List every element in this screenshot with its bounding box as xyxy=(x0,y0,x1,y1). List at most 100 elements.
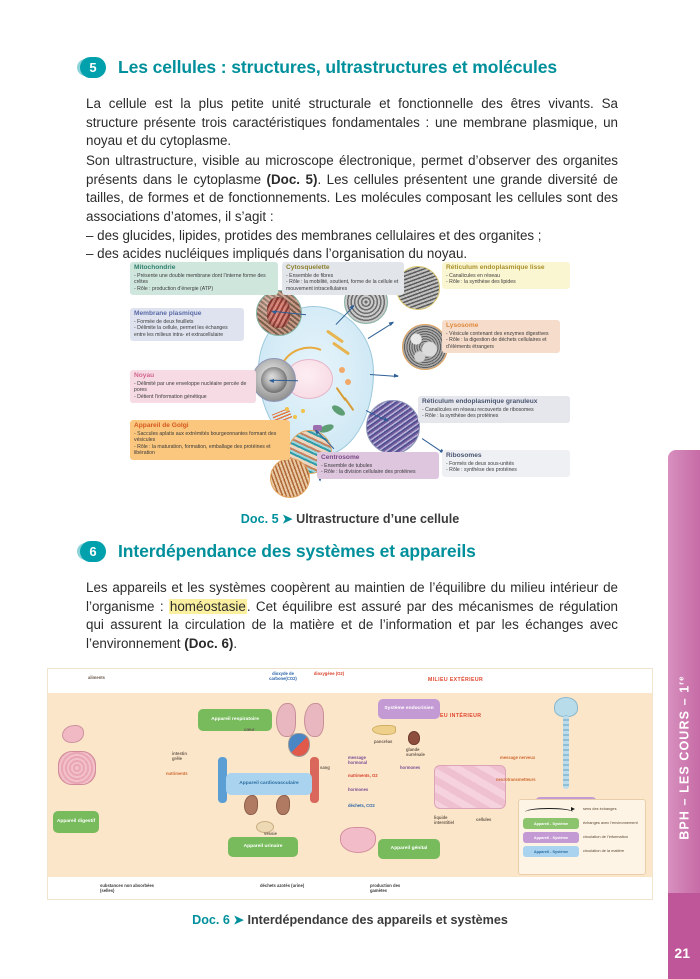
artery-illustration xyxy=(310,757,319,803)
annotation-message-hormonal: message hormonal xyxy=(348,755,368,766)
legend-row-environment: Appareil - Système échanges avec l’envir… xyxy=(523,818,641,829)
label-noyau: Noyau - Délimité par une enveloppe nuclé… xyxy=(130,370,256,404)
system-box-appareil-digestif[interactable]: Appareil digestif xyxy=(53,811,99,833)
homeostasie-highlight: homéostasie xyxy=(168,598,247,614)
section5-bullet-2: – des acides nucléiques impliqués dans l… xyxy=(86,246,468,261)
p2-doc-ref: (Doc. 5) xyxy=(266,171,318,187)
lung-right-illustration xyxy=(304,703,324,737)
annotation-cellules: cellules xyxy=(476,817,492,822)
annotation-production-des-gametes: production des gamètes xyxy=(370,883,401,894)
label-title: Cytosquelette xyxy=(286,264,330,271)
label-body: - Vésicule contenant des enzymes digesti… xyxy=(446,330,549,350)
connector-arrow xyxy=(369,374,398,378)
lysosome-drawing xyxy=(345,379,351,385)
label-body: - Ensemble de fibres - Rôle : la mobilit… xyxy=(286,272,399,292)
centrosome-drawing xyxy=(313,425,322,431)
system-box-appareil-urinaire[interactable]: Appareil urinaire xyxy=(228,837,298,857)
side-tab-footer xyxy=(668,893,700,979)
system-box-appareil-respiratoire[interactable]: Appareil respiratoire xyxy=(198,709,272,731)
label-appareil-de-golgi: Appareil de Golgi - Saccules aplatis aux… xyxy=(130,420,290,461)
rough-er-micrograph xyxy=(366,400,420,454)
annotation-dechets-azotes: déchets azotés (urine) xyxy=(260,883,305,888)
bladder-illustration xyxy=(256,821,274,833)
label-reticulum-endoplasmique-lisse: Réticulum endoplasmique lisse - Canalicu… xyxy=(442,262,570,289)
label-body: - Saccules aplatis aux extrémités bourge… xyxy=(134,430,277,457)
exterior-zone-bottom xyxy=(48,877,652,899)
annotation-intestin-grele: intestin grêle xyxy=(172,751,187,762)
section6-paragraph: Les appareils et les systèmes coopèrent … xyxy=(86,579,618,653)
exterior-zone xyxy=(48,669,652,693)
adrenal-gland-illustration xyxy=(408,731,420,745)
lysosome-micrograph xyxy=(402,324,448,370)
annotation-nutriments-gauche: nutriments xyxy=(166,771,188,776)
kidney-right-illustration xyxy=(276,795,290,815)
label-mitochondrie: Mitochondrie - Présente une double membr… xyxy=(130,262,278,296)
smooth-er-drawing xyxy=(331,341,351,356)
doc5-caption-number: Doc. 5 xyxy=(240,512,279,526)
doc6-caption: Doc. 6 ➤ Interdépendance des appareils e… xyxy=(0,912,700,927)
s6-part-a: Les appareils et les systèmes coopèrent … xyxy=(86,580,618,614)
pancreas-illustration xyxy=(372,725,396,735)
heart-illustration xyxy=(288,733,310,757)
vesicle-drawing xyxy=(293,415,297,419)
label-centrosome: Centrosome - Ensemble de tubules - Rôle … xyxy=(317,452,439,479)
page-number: 21 xyxy=(674,945,690,961)
cytoskeleton-drawing xyxy=(343,396,355,412)
section-title-6: Interdépendance des systèmes et appareil… xyxy=(118,541,476,561)
annotation-coeur: cœur xyxy=(244,727,255,732)
lung-left-illustration xyxy=(276,703,296,737)
exchange-arrow-icon xyxy=(523,804,579,815)
label-cytosquelette: Cytosquelette - Ensemble de fibres - Rôl… xyxy=(282,262,404,296)
label-body: - Formée de deux feuillets - Délimite la… xyxy=(134,318,228,338)
side-tab-label: BPH – LES COURS – 1re xyxy=(676,675,692,840)
annotation-dioxyde-de-carbone: dioxyde de carbone(CO2) xyxy=(269,671,297,682)
section5-paragraph-1: La cellule est la plus petite unité stru… xyxy=(86,96,618,149)
doc6-caption-text: Interdépendance des appareils et système… xyxy=(247,913,508,927)
annotation-hormones-droite: hormones xyxy=(348,787,369,792)
legend-arrow-label: sens des échanges xyxy=(583,806,617,812)
annotation-dechets-co2: déchets, CO2 xyxy=(348,803,375,808)
doc6-legend: sens des échanges Appareil - Système éch… xyxy=(518,799,646,875)
system-box-systeme-endocrinien[interactable]: Système endocrinien xyxy=(378,699,440,719)
legend-row-information: Appareil - Système circulation de l’info… xyxy=(523,832,641,843)
label-body: - Canalicules en réseau - Rôle : la synt… xyxy=(446,272,516,286)
cells-illustration xyxy=(434,765,506,809)
annotation-hormones-gauche: hormones xyxy=(400,765,421,770)
legend-row-matter: Appareil - Système circulation de la mat… xyxy=(523,846,641,857)
label-title: Centrosome xyxy=(321,454,360,461)
label-title: Réticulum endoplasmique granuleux xyxy=(422,398,538,405)
connector-arrow xyxy=(367,322,394,340)
side-tab: BPH – LES COURS – 1re 21 xyxy=(668,450,700,979)
label-body: - Canalicules en réseau recouverts de ri… xyxy=(422,406,534,420)
section-title-5: Les cellules : structures, ultrastructur… xyxy=(118,57,557,77)
annotation-glande-surrenale: glande surrénale xyxy=(406,747,425,758)
doc5-caption-text: Ultrastructure d’une cellule xyxy=(296,512,460,526)
label-lysosome: Lysosome - Vésicule contenant des enzyme… xyxy=(442,320,560,354)
label-title: Ribosomes xyxy=(446,452,482,459)
section-heading-6: 6 Interdépendance des systèmes et appare… xyxy=(80,541,476,562)
label-title: Membrane plasmique xyxy=(134,310,202,317)
label-title: Appareil de Golgi xyxy=(134,422,189,429)
label-title: Lysosome xyxy=(446,322,479,329)
doc5-caption: Doc. 5 ➤ Ultrastructure d’une cellule xyxy=(0,511,700,526)
section-badge-5: 5 xyxy=(80,57,106,78)
doc6-caption-number: Doc. 6 xyxy=(192,913,230,927)
smooth-er-micrograph xyxy=(396,266,440,310)
annotation-message-nerveux: message nerveux xyxy=(500,755,536,760)
section5-bullet-1: – des glucides, lipides, protides des me… xyxy=(86,228,542,243)
system-box-appareil-cardiovasculaire[interactable]: Appareil cardiovasculaire xyxy=(226,773,312,795)
doc6-interdependence-diagram: MILIEU EXTÉRIEUR MILIEU INTÉRIEUR Appare… xyxy=(47,668,653,900)
vesicle-drawing xyxy=(301,409,305,413)
legend-text-environment: échanges avec l’environnement xyxy=(583,820,638,826)
kidney-left-illustration xyxy=(244,795,258,815)
smooth-er-drawing xyxy=(325,329,345,344)
s6-doc-ref: (Doc. 6) xyxy=(184,635,234,651)
system-box-appareil-genital[interactable]: Appareil génital xyxy=(378,839,440,859)
doc5-caption-arrow: ➤ xyxy=(282,512,293,526)
legend-text-information: circulation de l’information xyxy=(583,834,628,840)
s6-part-b: . Cet équilibre est assuré par des mécan… xyxy=(86,598,618,651)
milieu-interieur-title: MILIEU INTÉRIEUR xyxy=(428,713,482,719)
milieu-exterieur-title: MILIEU EXTÉRIEUR xyxy=(428,677,484,683)
legend-text-matter: circulation de la matière xyxy=(583,848,625,854)
section5-paragraph-2: Son ultrastructure, visible au microscop… xyxy=(86,152,618,226)
